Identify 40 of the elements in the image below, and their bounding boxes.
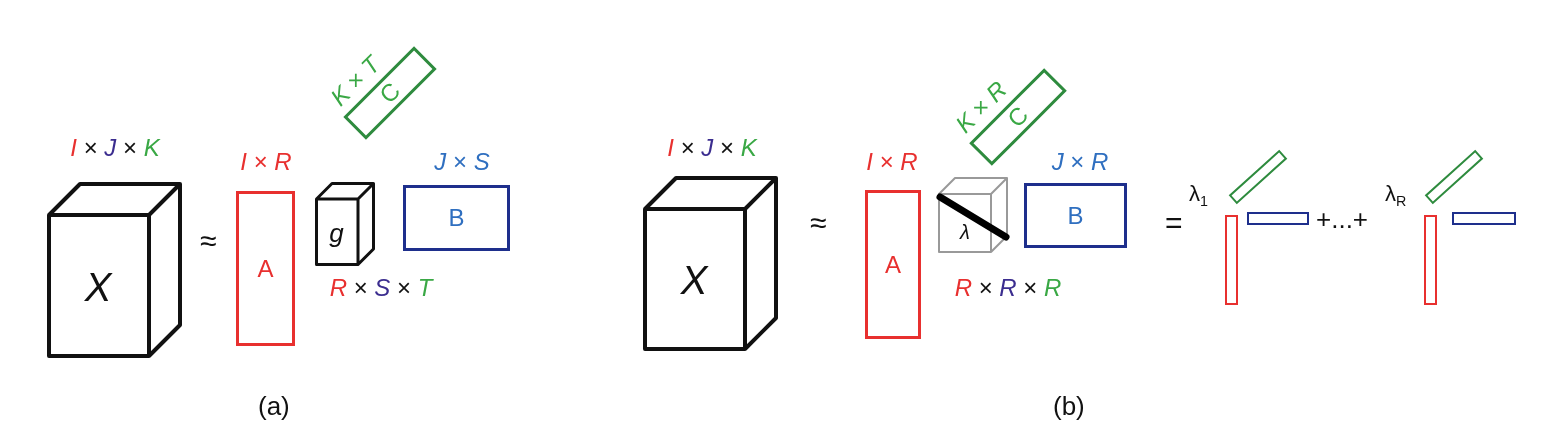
matrix-symbol: A [885, 252, 901, 277]
panel-label: (b) [1053, 392, 1085, 421]
dimension-label: R × R × R [953, 274, 1063, 302]
matrix-box [403, 185, 510, 251]
matrix-box [865, 190, 921, 339]
matrix-symbol: B [1067, 203, 1084, 228]
dimension-label: I × J × K [666, 134, 759, 162]
approx-sign: ≈ [810, 206, 827, 239]
dimension-label: R × S × T [328, 274, 435, 302]
weight-symbol: λ$_{R}$ [1385, 182, 1407, 211]
factor-bar [1228, 149, 1288, 205]
factor-bar [1424, 215, 1437, 305]
matrix-symbol: B [448, 206, 465, 230]
dimension-label: I × J × K [69, 134, 162, 162]
sum-symbol: +...+ [1316, 205, 1369, 234]
tensor-cube [47, 182, 182, 358]
tensor-cube [315, 182, 375, 266]
panel-label: (a) [258, 392, 290, 421]
matrix-symbol: X [83, 263, 114, 311]
matrix-symbol: A [257, 256, 274, 281]
factor-bar [1225, 215, 1238, 305]
matrix-symbol: X [679, 257, 710, 304]
tensor-cube [938, 177, 1008, 253]
matrix-box [1024, 183, 1127, 248]
matrix-symbol: λ [958, 220, 971, 245]
matrix-symbol: C [1003, 102, 1033, 132]
matrix-symbol: C [375, 78, 405, 108]
factor-bar [1424, 149, 1484, 205]
matrix-symbol: g [328, 216, 345, 250]
factor-bar [1247, 212, 1309, 225]
approx-sign: ≈ [200, 224, 217, 257]
matrix-box [236, 191, 295, 346]
dimension-label: I × R [239, 148, 293, 176]
weight-symbol: λ$_{1}$ [1189, 182, 1208, 211]
dimension-label: I × R [865, 148, 919, 176]
tensor-cube [643, 176, 778, 351]
dimension-label: J × R [1050, 148, 1110, 176]
dimension-label: J × S [433, 148, 491, 176]
equals-sign: = [1165, 206, 1183, 239]
factor-bar [1452, 212, 1516, 225]
